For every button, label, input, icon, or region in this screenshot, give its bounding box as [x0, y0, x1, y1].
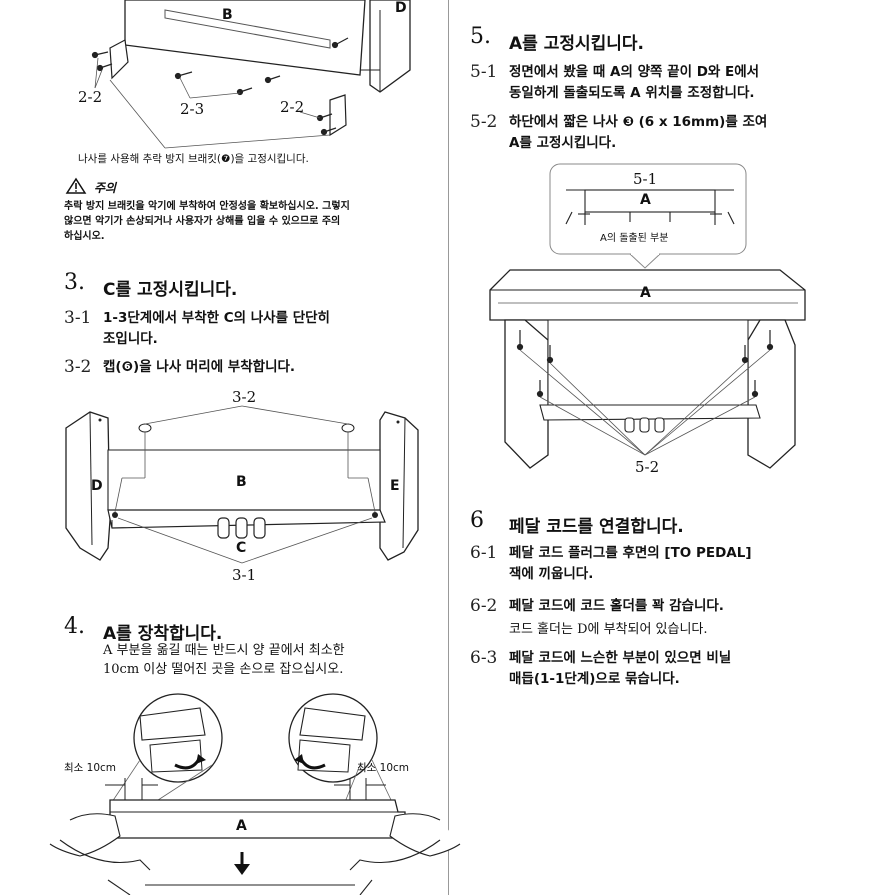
- caution-line-2: 않으면 악기가 손상되거나 사용자가 상해를 입을 수 있으므로 주의: [64, 216, 341, 227]
- fig2-label-2-2-right: 2-2: [280, 98, 305, 116]
- step4-line-1: A 부분을 옮길 때는 반드시 양 끝에서 최소한: [103, 643, 345, 658]
- step3-2-text: 캡(❻)을 나사 머리에 부착합니다.: [103, 359, 296, 375]
- fig5-label-5-2: 5-2: [635, 458, 660, 476]
- step5-1-line-2: 동일하게 돌출되도록 A 위치를 조정합니다.: [509, 85, 755, 101]
- step6-3-line-1: 페달 코드에 느슨한 부분이 있으면 비닐: [509, 650, 732, 666]
- step5-title: A를 고정시킵니다.: [509, 34, 645, 54]
- fig3-label-C: C: [236, 540, 247, 556]
- step6-2-text: 페달 코드에 코드 홀더를 꽉 감습니다.: [509, 598, 724, 614]
- step6-1-line-2: 잭에 끼웁니다.: [509, 566, 594, 582]
- step6-3-number: 6-3: [470, 648, 498, 668]
- step5-number: 5.: [470, 24, 491, 49]
- step5-1-number: 5-1: [470, 62, 498, 82]
- step6-number: 6: [470, 508, 484, 533]
- step5-1-text: 정면에서 봤을 때 A의 양쪽 끝이 D와 E에서 동일하게 돌출되도록 A 위…: [509, 62, 759, 104]
- fig5-callout-A: A: [640, 192, 651, 208]
- step6-2-number: 6-2: [470, 596, 498, 616]
- fig3-label-3-1: 3-1: [232, 566, 257, 584]
- step6-1-line-1: 페달 코드 플러그를 후면의 [TO PEDAL]: [509, 545, 752, 561]
- step6-1-text: 페달 코드 플러그를 후면의 [TO PEDAL] 잭에 끼웁니다.: [509, 543, 752, 585]
- step6-3-text: 페달 코드에 느슨한 부분이 있으면 비닐 매듭(1-1단계)으로 묶습니다.: [509, 648, 731, 690]
- fig5-callout-caption: A의 돌출된 부분: [600, 233, 669, 244]
- step5-1-line-1: 정면에서 봤을 때 A의 양쪽 끝이 D와 E에서: [509, 64, 760, 80]
- step3-number: 3.: [64, 270, 85, 295]
- fig4-min-left: 최소 10cm: [64, 762, 117, 774]
- step5-2-line-1: 하단에서 짧은 나사 ❸ (6 x 16mm)를 조여: [509, 114, 768, 130]
- fig2-label-D: D: [395, 0, 407, 16]
- step4-number: 4.: [64, 614, 85, 639]
- fig2-label-2-3: 2-3: [180, 100, 205, 118]
- step3-1-number: 3-1: [64, 308, 92, 328]
- caution-line-3: 하십시오.: [64, 231, 105, 242]
- step6-1-number: 6-1: [470, 543, 498, 563]
- step6-title: 페달 코드를 연결합니다.: [509, 517, 684, 537]
- caution-text: 추락 방지 브래킷을 악기에 부착하여 안정성을 확보하십시오. 그렇지 않으면…: [64, 199, 350, 244]
- step4-title: A를 장착합니다.: [103, 624, 223, 644]
- step3-1-text: 1-3단계에서 부착한 C의 나사를 단단히 조입니다.: [103, 308, 330, 350]
- step6-2-note: 코드 홀더는 D에 부착되어 있습니다.: [509, 622, 708, 637]
- column-divider: [448, 0, 449, 895]
- step3-1-line-1: 1-3단계에서 부착한 C의 나사를 단단히: [103, 310, 330, 326]
- fig5-label-A: A: [640, 285, 651, 301]
- fig2-label-2-2-left: 2-2: [78, 88, 103, 106]
- fig3-label-E: E: [390, 478, 400, 494]
- step3-2-number: 3-2: [64, 357, 92, 377]
- warning-icon: [65, 177, 87, 194]
- fig4-label-A: A: [236, 818, 247, 834]
- step5-2-number: 5-2: [470, 112, 498, 132]
- fig3-label-3-2: 3-2: [232, 388, 257, 406]
- bracket-caption: 나사를 사용해 추락 방지 브래킷(❼)을 고정시킵니다.: [78, 153, 309, 165]
- step4-text: A 부분을 옮길 때는 반드시 양 끝에서 최소한 10cm 이상 떨어진 곳을…: [103, 641, 345, 679]
- fig3-label-B: B: [236, 474, 247, 490]
- step3-title: C를 고정시킵니다.: [103, 280, 238, 300]
- caution-title: 주의: [94, 181, 117, 195]
- caution-line-1: 추락 방지 브래킷을 악기에 부착하여 안정성을 확보하십시오. 그렇지: [64, 201, 350, 212]
- fig3-label-D: D: [91, 478, 103, 494]
- step5-2-text: 하단에서 짧은 나사 ❸ (6 x 16mm)를 조여 A를 고정시킵니다.: [509, 112, 767, 154]
- step6-3-line-2: 매듭(1-1단계)으로 묶습니다.: [509, 671, 680, 687]
- step5-2-line-2: A를 고정시킵니다.: [509, 135, 617, 151]
- step3-1-line-2: 조입니다.: [103, 331, 158, 347]
- fig2-label-B: B: [222, 7, 233, 23]
- fig5-callout-5-1: 5-1: [633, 170, 658, 188]
- fig4-min-right: 최소 10cm: [357, 762, 410, 774]
- step4-line-2: 10cm 이상 떨어진 곳을 손으로 잡으십시오.: [103, 662, 344, 677]
